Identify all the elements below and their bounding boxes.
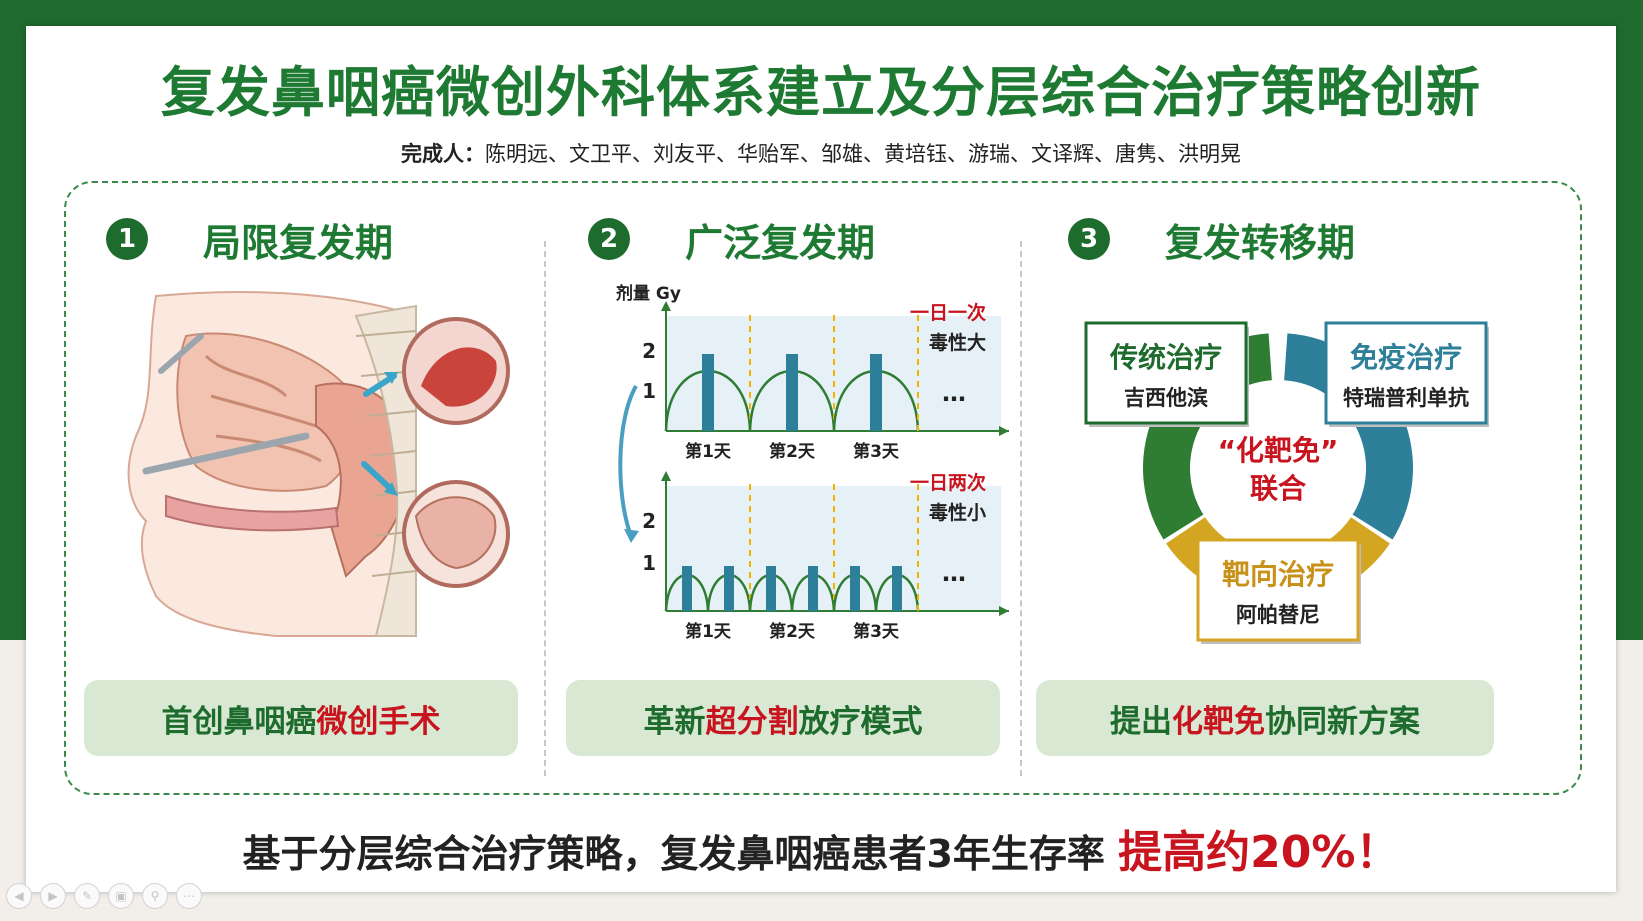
dose-bar-bottom-day3-2 <box>892 566 902 611</box>
endoscope-instrument <box>142 432 310 475</box>
dose-axis-label: 剂量 Gy <box>616 283 681 304</box>
dose-fractionation-chart: 剂量 Gy21第1天第2天第3天…一日一次毒性大21第1天第2天第3天…一日两次… <box>616 283 1009 642</box>
transition-arrow <box>618 385 638 537</box>
pill-2-text-c: 放疗模式 <box>798 703 923 740</box>
arrow-head-1 <box>384 372 398 384</box>
chart-top-ellipsis: … <box>942 379 966 407</box>
chart-bottom-ytick-2: 2 <box>642 509 656 533</box>
chart-top-frequency-label: 一日一次 <box>910 301 986 324</box>
section-1-header: 1 局限复发期 <box>106 214 394 265</box>
slides-overview-button[interactable]: ▣ <box>108 883 134 909</box>
slide-title: 复发鼻咽癌微创外科体系建立及分层综合治疗策略创新 <box>161 61 1481 124</box>
chart-bottom-frequency-label: 一日两次 <box>910 471 986 494</box>
dose-bar-top-day2-1 <box>786 354 798 431</box>
authors-names: 陈明远、文卫平、刘友平、华贻军、邹雄、黄培钰、游瑞、文译辉、唐隽、洪明晃 <box>485 142 1241 166</box>
more-options-button[interactable]: ⋯ <box>176 883 202 909</box>
tumor-shape <box>421 347 497 407</box>
chart-top-day-label-2: 第2天 <box>769 441 816 462</box>
chart-bottom-ellipsis: … <box>942 559 966 587</box>
pen-tool-button[interactable]: ✎ <box>74 883 100 909</box>
authors-line: 完成人：陈明远、文卫平、刘友平、华贻军、邹雄、黄培钰、游瑞、文译辉、唐隽、洪明晃 <box>26 138 1616 168</box>
combo-box-traditional <box>1084 321 1248 425</box>
dose-bar-bottom-day3-1 <box>850 566 860 611</box>
combo-box-immuno-title: 免疫治疗 <box>1350 341 1462 374</box>
chart-bottom-toxicity-label: 毒性小 <box>929 501 986 524</box>
section-2-number: 2 <box>588 218 630 260</box>
prev-slide-button[interactable]: ◀ <box>6 883 32 909</box>
pill-3-text-a: 提出 <box>1110 703 1172 740</box>
dose-bar-bottom-day1-2 <box>724 566 734 611</box>
section-1-number: 1 <box>106 218 148 260</box>
next-slide-button[interactable]: ▶ <box>40 883 66 909</box>
arrow-to-postop-zoom <box>361 461 395 493</box>
nasopharynx-anatomy-illustration <box>127 291 510 637</box>
pill-3-text-c: 协同新方案 <box>1265 703 1420 740</box>
conclusion-line: 基于分层综合治疗策略，复发鼻咽癌患者3年生存率 提高约20%！ <box>26 816 1616 880</box>
chart-top-toxicity-label: 毒性大 <box>929 331 986 354</box>
section-1-title: 局限复发期 <box>203 220 394 265</box>
dose-bar-bottom-day2-2 <box>808 566 818 611</box>
combo-box-targeted-title: 靶向治疗 <box>1222 558 1334 591</box>
chart-top-day-label-3: 第3天 <box>853 441 900 462</box>
section-2-summary-pill: 革新超分割放疗模式 <box>566 680 1000 756</box>
postop-cavity-shape <box>414 496 497 570</box>
combo-center-line2: 联合 <box>1250 472 1307 505</box>
chart-top-ytick-1: 1 <box>642 379 656 403</box>
combo-box-immuno-drug: 特瑞普利单抗 <box>1343 386 1469 410</box>
combo-box-targeted-drug: 阿帕替尼 <box>1236 603 1320 627</box>
chart-top-y-arrow <box>661 301 671 311</box>
chart-top-ytick-2: 2 <box>642 339 656 363</box>
section-divider-1 <box>544 241 546 776</box>
chart-bottom-y-arrow <box>661 471 671 481</box>
content-frame <box>64 181 1582 795</box>
chart-bottom-ytick-1: 1 <box>642 551 656 575</box>
combo-center-line1: “化靶免” <box>1218 434 1339 467</box>
palate-shape <box>165 494 340 532</box>
chart-bottom-x-arrow <box>999 606 1009 616</box>
combo-box-immuno <box>1324 321 1488 425</box>
combo-box-traditional-title: 传统治疗 <box>1109 341 1222 374</box>
chart-top-day-label-1: 第1天 <box>685 441 732 462</box>
authors-label: 完成人： <box>401 142 485 166</box>
surgical-instrument <box>158 333 204 374</box>
combo-box-traditional-drug: 吉西他滨 <box>1124 386 1208 410</box>
arrow-head-2 <box>384 482 398 496</box>
section-2-header: 2 广泛复发期 <box>588 214 876 265</box>
combo-box-targeted <box>1196 538 1360 642</box>
section-2-title: 广泛复发期 <box>685 220 876 265</box>
section-3-number: 3 <box>1068 218 1110 260</box>
pill-2-text-highlight: 超分割 <box>705 703 799 740</box>
chart-top-x-arrow <box>999 426 1009 436</box>
conclusion-text: 基于分层综合治疗策略，复发鼻咽癌患者3年生存率 <box>242 832 1105 876</box>
pill-3-text-highlight: 化靶免 <box>1172 703 1265 740</box>
dose-bar-bottom-day2-1 <box>766 566 776 611</box>
dose-bar-top-day1-1 <box>702 354 714 431</box>
section-3-title: 复发转移期 <box>1165 220 1356 265</box>
section-3-summary-pill: 提出化靶免协同新方案 <box>1036 680 1494 756</box>
conclusion-highlight: 提高约20%！ <box>1118 827 1400 878</box>
pill-1-text-a: 首创鼻咽癌 <box>161 703 317 740</box>
zoom-button[interactable]: ⚲ <box>142 883 168 909</box>
dose-bar-bottom-day1-1 <box>682 566 692 611</box>
chart-bottom-day-label-1: 第1天 <box>685 621 732 642</box>
section-1-summary-pill: 首创鼻咽癌微创手术 <box>84 680 518 756</box>
pill-2-text-a: 革新 <box>643 703 706 740</box>
transition-arrow-head <box>624 529 639 543</box>
section-3-header: 3 复发转移期 <box>1068 214 1356 265</box>
section-divider-2 <box>1020 241 1022 776</box>
slide: 复发鼻咽癌微创外科体系建立及分层综合治疗策略创新 完成人：陈明远、文卫平、刘友平… <box>26 26 1616 892</box>
dose-bar-top-day3-1 <box>870 354 882 431</box>
chart-bottom-day-label-2: 第2天 <box>769 621 816 642</box>
pill-1-text-highlight: 微创手术 <box>316 703 441 740</box>
chart-bottom-day-label-3: 第3天 <box>853 621 900 642</box>
